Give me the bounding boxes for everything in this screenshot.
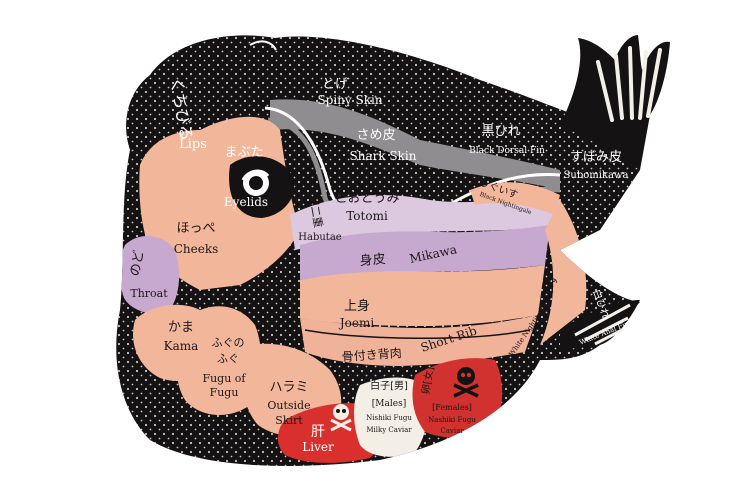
- joemi-label-jp: 上身: [344, 298, 370, 314]
- totomi-label-jp: とおとうみ: [334, 191, 399, 206]
- harami-label-en-2: Skirt: [275, 414, 303, 427]
- eyelids-label-jp: まぶた: [224, 145, 263, 160]
- totomi-label-en: Totomi: [346, 209, 388, 223]
- fugu-label-jp-1: ふぐの: [212, 336, 245, 349]
- shark-skin-band: [270, 99, 560, 190]
- spiny-skin-label-en: Spiny Skin: [317, 93, 382, 107]
- skull-crossbones-icon: [453, 367, 479, 398]
- milt-label-en-2: Nishiki Fugu: [366, 414, 412, 422]
- fugu-label-en-2: Fugu: [210, 386, 239, 399]
- liver-label-jp: 肝: [311, 424, 325, 440]
- tail-fin: [560, 35, 670, 170]
- ovary-label-en-1: [Females]: [432, 403, 472, 412]
- spiny-skin-label-jp: とげ: [322, 77, 348, 92]
- mikawa-region: [300, 225, 550, 280]
- dorsal-fin-label-en: Black Dorsal Fin: [469, 146, 545, 156]
- liver-label-en: Liver: [302, 440, 334, 454]
- milt-label-en-3: Milky Caviar: [366, 426, 412, 434]
- harami-label-jp: ハラミ: [269, 380, 308, 395]
- skull-crossbones-icon: [330, 404, 352, 432]
- ovary-region: [412, 358, 503, 438]
- joemi-label-en: Joemi: [338, 316, 375, 330]
- fugu-label-en-1: Fugu of: [202, 372, 246, 385]
- anal-fin: [560, 300, 640, 350]
- cheeks-label-jp: ほっぺ: [176, 221, 215, 236]
- milt-label-en-1: [Males]: [372, 399, 406, 409]
- short-rib-region: [300, 315, 538, 366]
- eyelids-label-en: Eyelids: [224, 195, 268, 209]
- throat-label-en: Throat: [130, 287, 168, 300]
- black-nightingale-band: [470, 182, 560, 215]
- harami-label-en-1: Outside: [267, 399, 310, 412]
- subomikawa-label-en: Subomikawa: [564, 170, 629, 181]
- habutae-label-en: Habutae: [298, 232, 342, 243]
- cheeks-label-en: Cheeks: [174, 242, 219, 256]
- milt-label-jp: 白子[男]: [370, 379, 408, 392]
- kama-label-en: Kama: [164, 339, 199, 353]
- fugu-of-fugu-region: [176, 306, 262, 416]
- milt-region: [354, 377, 428, 457]
- ovary-label-en-3: Caviar: [440, 427, 464, 435]
- short-rib-label-jp: 骨付き背肉: [341, 346, 402, 364]
- white-nightingale-band: [540, 200, 587, 345]
- throat-region: [119, 235, 180, 314]
- joemi-region: [300, 265, 545, 326]
- shark-skin-label-jp: さめ皮: [356, 128, 395, 143]
- eye: [241, 169, 270, 196]
- throat-label-jp: のど: [128, 249, 147, 277]
- shark-skin-label-en: Shark Skin: [350, 149, 417, 163]
- fugu-label-jp-2: ふぐ: [217, 352, 239, 365]
- kama-label-jp: かま: [168, 320, 194, 335]
- ovary-label-en-2: Nashiki Fugu: [428, 416, 476, 424]
- subomikawa-label-jp: すぼみ皮: [570, 150, 622, 165]
- habutae-label-jp: 羽二重: [306, 194, 326, 229]
- mikawa-label-jp: 身皮: [359, 251, 386, 269]
- dorsal-fin-label-jp: 黒ひれ: [481, 124, 520, 139]
- lips-label-en: Lips: [179, 137, 207, 152]
